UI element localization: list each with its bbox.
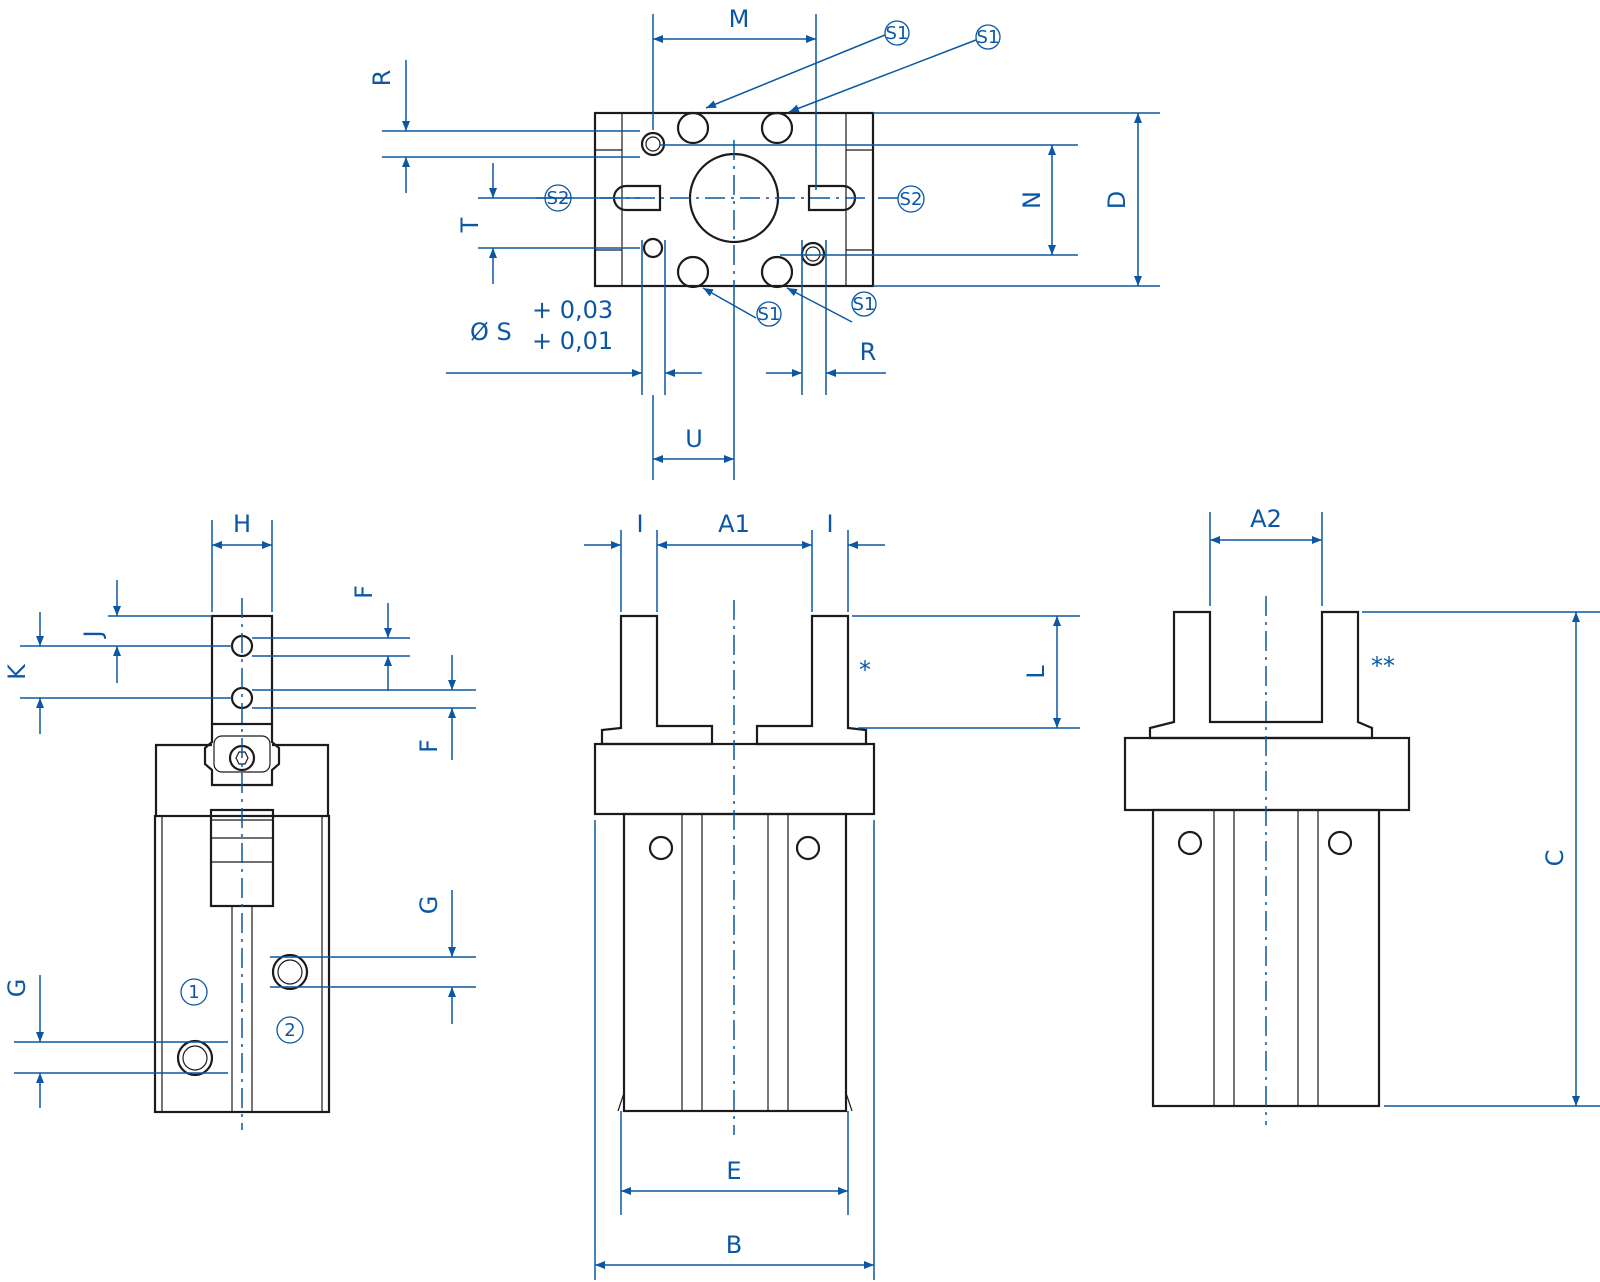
slot-s2-right [807,184,857,212]
svg-text:S1: S1 [886,23,909,44]
svg-text:S1: S1 [853,294,876,315]
callout-s1-2 [975,24,1001,50]
callout-s2-left [544,184,572,212]
hole-s1-top-right [760,111,794,145]
note-single-star: * [859,656,871,684]
dim-label-t: T [456,217,484,233]
tolerance-lower: + 0,01 [532,327,613,355]
jaw-left [600,614,714,746]
svg-text:S1: S1 [977,27,1000,48]
svg-text:S2: S2 [547,188,570,209]
top-view [593,111,875,300]
dim-label-i-left: I [636,510,643,538]
dim-label-phi-s: Ø S [470,318,512,346]
hole-s1-top-left [676,111,710,145]
dim-label-m: M [729,5,750,33]
dim-label-a2: A2 [1250,505,1282,533]
mount-hole-bottom-right [800,241,826,267]
callout-s1-3 [756,301,782,327]
dim-label-h: H [233,510,251,538]
svg-text:1: 1 [188,982,199,1003]
front-view-dimensions: I A1 I L * E B [584,510,1080,1280]
dim-label-i-right: I [826,510,833,538]
dim-label-r-horizontal: R [860,338,877,366]
dim-label-j: J [79,630,107,639]
dim-label-d: D [1103,191,1131,209]
hole-s1-bottom-left [676,255,710,289]
callout-s2-right [897,185,925,213]
dim-label-g-left: G [3,979,31,998]
front-view-open [1123,596,1411,1125]
dim-label-g-right: G [415,896,443,915]
svg-text:2: 2 [284,1020,295,1041]
callout-port-2 [276,1016,304,1044]
slot-s2-left [612,184,662,212]
side-view [153,598,331,1130]
side-view-dimensions: H J K F F G G [3,510,476,1108]
mount-hole-top-left [640,131,666,157]
tolerance-upper: + 0,03 [532,296,613,324]
jaws-open [1148,610,1374,740]
dim-label-l: L [1022,665,1050,679]
dim-label-u: U [685,425,703,453]
dim-label-f-lower: F [415,739,443,753]
callout-s1-1 [884,20,910,46]
dim-label-r-vertical: R [368,70,396,87]
dim-label-k: K [3,663,31,680]
dim-label-n: N [1018,191,1046,209]
port-1 [176,1039,214,1077]
hole-s1-bottom-right [760,255,794,289]
dim-label-e: E [726,1157,741,1185]
top-view-dimensions: M R T N D S1 S1 S1 S1 [368,5,1160,480]
dim-label-c: C [1541,850,1569,867]
front-view-open-dimensions: A2 ** C [1209,505,1600,1107]
svg-text:S1: S1 [758,304,781,325]
pin-hole [642,237,664,259]
dim-label-f-upper: F [350,585,378,599]
note-double-star: ** [1371,652,1395,680]
front-view-closed [593,600,876,1135]
dim-label-a1: A1 [718,510,750,538]
dim-label-b: B [726,1231,742,1259]
port-2 [271,953,309,991]
callout-s1-4 [851,291,877,317]
svg-text:S2: S2 [900,189,923,210]
front-head-open [1123,736,1411,812]
jaw-right [755,614,868,746]
callout-port-1 [180,978,208,1006]
